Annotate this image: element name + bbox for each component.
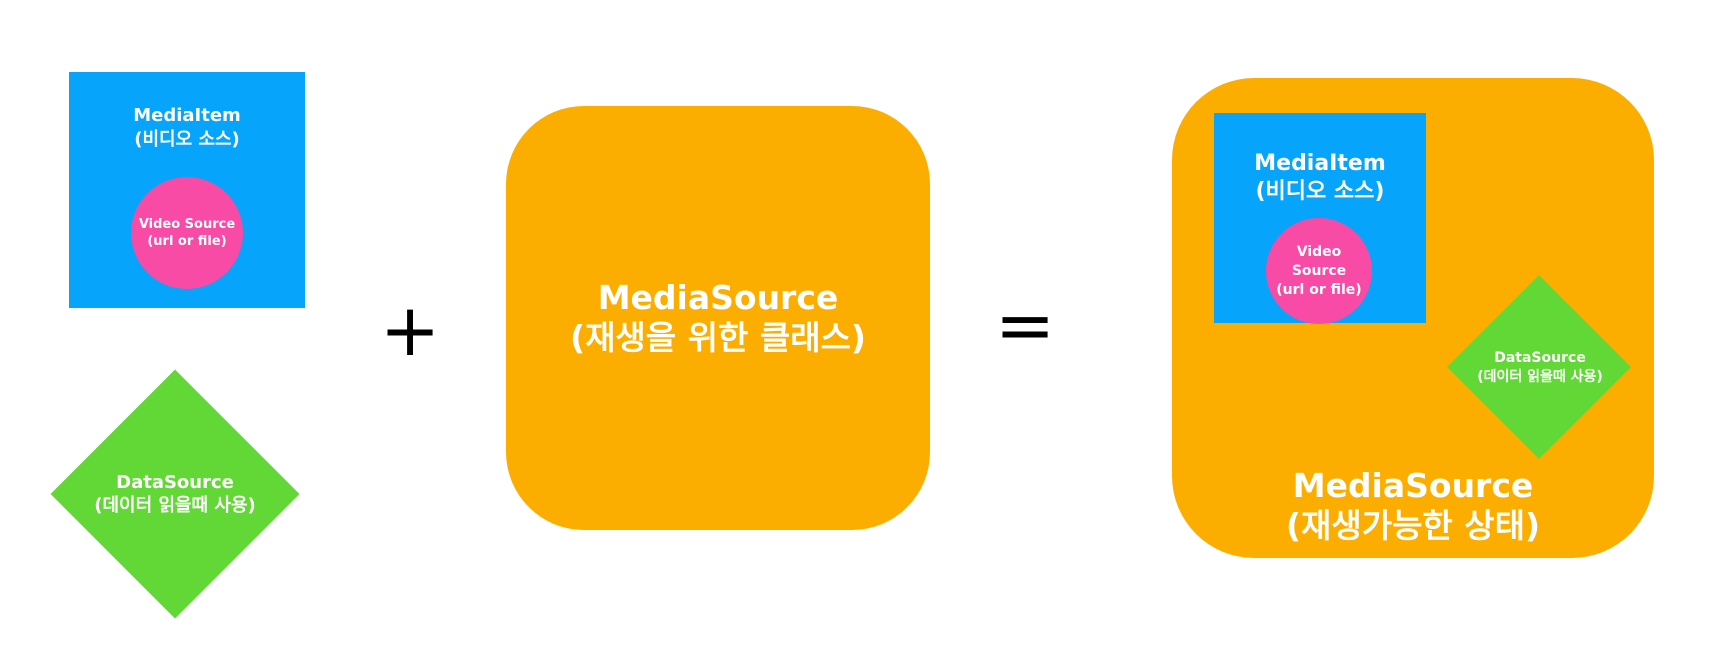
- data-source-label-left: DataSource (데이터 읽을때 사용): [45, 470, 305, 518]
- media-item-title: MediaItem: [133, 105, 241, 126]
- media-source-title: MediaSource: [597, 278, 839, 317]
- video-source-circle-right: Video Source (url or file): [1266, 218, 1372, 324]
- video-source-title: Video Source: [138, 217, 236, 232]
- data-source-label-right: DataSource (데이터 읽을때 사용): [1440, 348, 1640, 388]
- media-item-subtitle: (비디오 소스): [134, 129, 240, 150]
- video-source-subtitle: (url or file): [1276, 281, 1362, 298]
- video-source-title: Video: [1296, 243, 1342, 260]
- video-source-subtitle: (url or file): [147, 234, 227, 249]
- video-source-title-2: Source: [1291, 262, 1347, 279]
- media-source-subtitle: (재생가능한 상태): [1285, 506, 1541, 545]
- media-source-title: MediaSource: [1292, 466, 1534, 505]
- media-source-box-middle: MediaSource (재생을 위한 클래스): [506, 106, 930, 530]
- media-item-label-left: MediaItem (비디오 소스): [69, 104, 305, 152]
- equals-operator: =: [994, 283, 1056, 367]
- media-item-label-right: MediaItem (비디오 소스): [1214, 150, 1426, 206]
- media-source-label-right: MediaSource (재생가능한 상태): [1172, 466, 1654, 546]
- video-source-circle-left: Video Source (url or file): [131, 177, 243, 289]
- media-item-title: MediaItem: [1254, 151, 1386, 176]
- data-source-subtitle: (데이터 읽을때 사용): [94, 495, 256, 516]
- data-source-subtitle: (데이터 읽을때 사용): [1477, 369, 1603, 385]
- plus-operator: +: [379, 288, 441, 372]
- data-source-title: DataSource: [116, 472, 234, 493]
- media-source-subtitle: (재생을 위한 클래스): [569, 318, 867, 357]
- media-item-subtitle: (비디오 소스): [1255, 179, 1385, 204]
- data-source-title: DataSource: [1494, 350, 1586, 366]
